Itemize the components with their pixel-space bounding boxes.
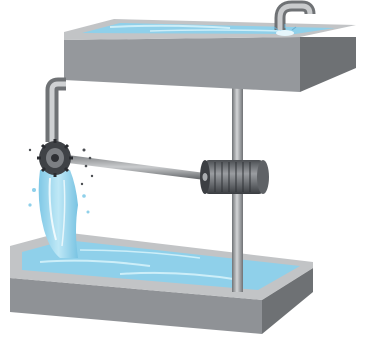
- vertical-support-pipe-lower: [232, 262, 243, 292]
- electric-motor: [200, 160, 269, 194]
- upper-tank: [64, 19, 356, 92]
- vertical-support-pipe-mid: [232, 194, 243, 262]
- outlet-pipe: [52, 84, 66, 142]
- drive-shaft: [60, 154, 205, 180]
- upper-tank-side: [300, 37, 356, 92]
- upper-tank-front: [64, 37, 300, 92]
